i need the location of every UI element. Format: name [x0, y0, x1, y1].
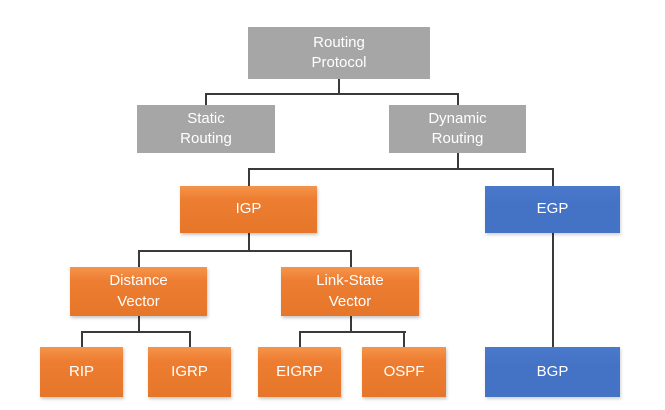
- node-rip: RIP: [40, 347, 123, 397]
- connector-level4-horizontal: [81, 331, 191, 333]
- connector-level2-horizontal: [248, 168, 554, 170]
- connector-to-rip: [81, 331, 83, 348]
- node-distance-vector: Distance Vector: [70, 267, 207, 316]
- connector-to-distance-vector: [138, 250, 140, 267]
- connector-level3-horizontal: [138, 250, 352, 252]
- connector-egp-to-bgp: [552, 233, 554, 348]
- connector-link-state-vector-stem: [350, 316, 352, 332]
- connector-level1-horizontal: [205, 93, 459, 95]
- connector-to-dynamic-routing: [457, 93, 459, 105]
- connector-to-static-routing: [205, 93, 207, 105]
- connector-to-link-state-vector: [350, 250, 352, 267]
- node-igp: IGP: [180, 186, 317, 233]
- connector-to-eigrp: [299, 331, 301, 348]
- node-routing-protocol: Routing Protocol: [248, 27, 430, 79]
- node-bgp: BGP: [485, 347, 620, 397]
- connector-to-igrp: [189, 331, 191, 348]
- connector-distance-vector-stem: [138, 316, 140, 332]
- connector-level5-horizontal: [299, 331, 406, 333]
- connector-to-igp: [248, 168, 250, 186]
- node-static-routing: Static Routing: [137, 105, 275, 153]
- node-dynamic-routing: Dynamic Routing: [389, 105, 526, 153]
- connector-routing-protocol-stem: [338, 79, 340, 94]
- node-eigrp: EIGRP: [258, 347, 341, 397]
- node-link-state-vector: Link-State Vector: [281, 267, 419, 316]
- connector-dynamic-routing-stem: [457, 153, 459, 169]
- node-egp: EGP: [485, 186, 620, 233]
- connector-igp-stem: [248, 233, 250, 251]
- connector-to-ospf: [403, 331, 405, 348]
- node-ospf: OSPF: [362, 347, 446, 397]
- node-igrp: IGRP: [148, 347, 231, 397]
- connector-to-egp: [552, 168, 554, 186]
